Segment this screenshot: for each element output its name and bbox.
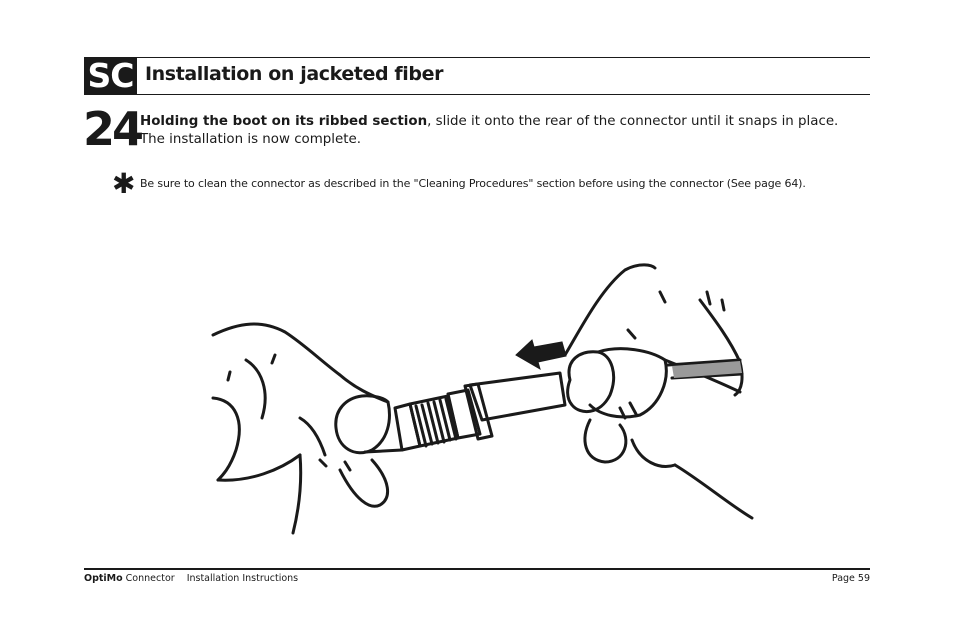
sc-badge: SC (84, 58, 137, 94)
header-rule-top (84, 57, 870, 58)
footer-brand: OptiMo (84, 573, 123, 584)
header-rule-bottom (84, 94, 870, 95)
cleaning-note: Be sure to clean the connector as descri… (140, 177, 806, 190)
step-instruction-rest: , slide it onto the rear of the connecto… (140, 114, 839, 147)
footer-product: Connector (122, 573, 175, 584)
step-number: 24 (83, 102, 144, 156)
left-arrow-icon (515, 339, 567, 371)
step-instruction: Holding the boot on its ribbed section, … (140, 113, 860, 149)
footer-page-number: Page 59 (831, 573, 870, 584)
step-instruction-bold: Holding the boot on its ribbed section (140, 114, 428, 129)
footer-doc-title: Installation Instructions (186, 573, 299, 584)
footer-doc-info: OptiMo Connector Installation Instruction… (84, 573, 298, 584)
hands-connector-illustration (211, 263, 754, 535)
note-asterisk-icon: ✱ (112, 167, 136, 200)
footer-rule (84, 568, 870, 570)
section-title: Installation on jacketed fiber (145, 63, 444, 85)
